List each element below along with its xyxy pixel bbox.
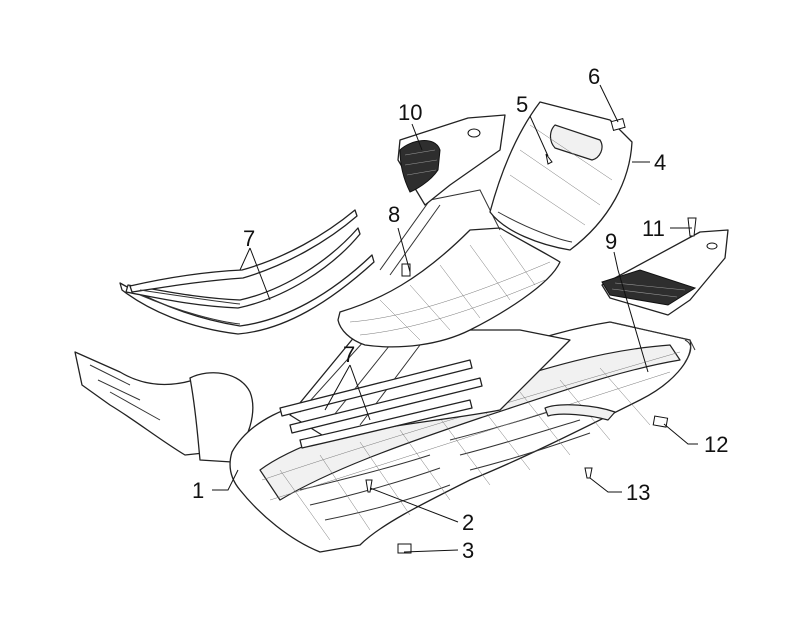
part-13-screw [584,467,593,479]
leader-lines [212,84,698,553]
part-1-floor-panel [74,321,696,553]
hardware-parts [365,117,697,554]
callout-9: 9 [605,229,617,254]
callout-4: 4 [654,150,666,175]
callout-12: 12 [704,432,728,457]
part-9-right-footrest [601,229,729,316]
part-10-left-footrest [397,114,506,206]
callout-7-lower: 7 [343,342,355,367]
part-6-clip [610,117,626,131]
callout-13: 13 [626,480,650,505]
part-7-lower-strips [279,359,483,449]
part-4-leg-shield [489,101,633,251]
callout-8: 8 [388,202,400,227]
callout-6: 6 [588,64,600,89]
callout-5: 5 [516,92,528,117]
part-8-tunnel-cover [337,189,561,348]
callout-11: 11 [642,216,665,241]
part-5-screw [545,153,553,165]
callout-3: 3 [462,538,474,563]
part-3-clip [397,543,412,554]
part-11-bolt [687,217,697,237]
callout-1: 1 [192,478,204,503]
callout-7-upper: 7 [243,226,255,251]
callout-labels: 1 2 3 4 5 6 7 7 8 9 10 11 12 13 [192,64,728,563]
part-7-upper-strips [119,209,375,335]
callout-2: 2 [462,510,474,535]
callout-10: 10 [398,100,422,125]
part-2-screw [365,479,373,493]
